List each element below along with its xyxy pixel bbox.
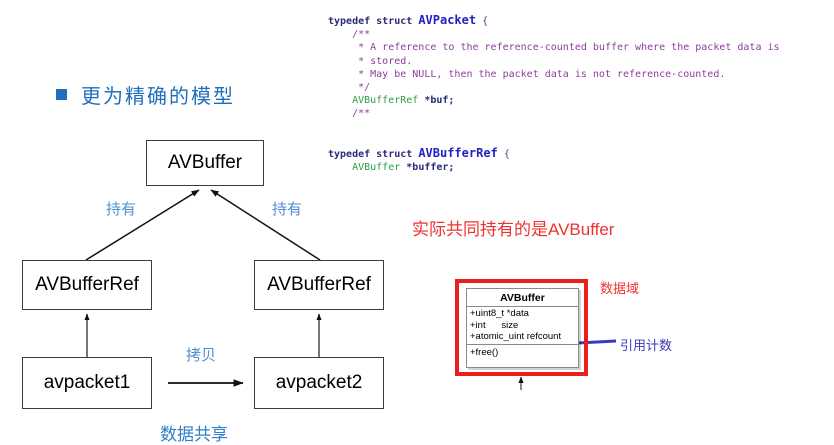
node-avpacket1: avpacket1 bbox=[22, 357, 152, 409]
annotation-data-field: 数据域 bbox=[600, 281, 640, 296]
code-line bbox=[328, 134, 780, 147]
node-avbuffer-label: AVBuffer bbox=[167, 152, 243, 173]
edge-ref-right-to-avbuffer bbox=[210, 189, 321, 261]
code-token: /** bbox=[328, 108, 371, 120]
code-token: *buf; bbox=[424, 95, 455, 107]
uml-class-name: AVBuffer bbox=[467, 289, 578, 307]
highlight-frame-red bbox=[455, 279, 588, 376]
code-token: AVPacket bbox=[418, 13, 477, 27]
uml-attribute-row: +atomic_uint refcount bbox=[470, 331, 562, 342]
code-line: */ bbox=[328, 81, 780, 94]
node-avbufferref-left: AVBufferRef bbox=[22, 260, 152, 310]
code-token: { bbox=[476, 16, 489, 27]
code-token: * stored. bbox=[328, 55, 413, 67]
code-line: * stored. bbox=[328, 55, 780, 68]
code-token: * A reference to the reference-counted b… bbox=[328, 42, 780, 54]
bullet-square-icon bbox=[56, 89, 67, 100]
code-line: * May be NULL, then the packet data is n… bbox=[328, 68, 780, 81]
caption-data-share: 数据共享 bbox=[160, 425, 228, 444]
code-token: typedef struct bbox=[328, 149, 419, 161]
code-token: typedef struct bbox=[328, 16, 419, 27]
node-avbuffer: AVBuffer bbox=[146, 140, 264, 186]
node-avbufferref-left-label: AVBufferRef bbox=[35, 274, 139, 295]
code-line: AVBuffer *buffer; bbox=[328, 161, 780, 174]
node-avpacket1-label: avpacket1 bbox=[43, 372, 131, 393]
code-line: typedef struct AVPacket { bbox=[328, 13, 780, 28]
code-line: /** bbox=[328, 107, 780, 120]
uml-attribute-row: +int size bbox=[470, 319, 519, 331]
uml-class-avbuffer: AVBuffer +uint8_t *data+int size+atomic_… bbox=[466, 288, 579, 368]
annotation-actual-owner: 实际共同持有的是AVBuffer bbox=[412, 220, 615, 239]
code-token: AVBufferRef bbox=[328, 95, 425, 107]
code-token: { bbox=[497, 149, 510, 161]
code-token: */ bbox=[328, 82, 371, 94]
annotation-ref-count: 引用计数 bbox=[620, 338, 673, 353]
code-line: /** bbox=[328, 28, 780, 41]
edge-label-hold-left: 持有 bbox=[106, 201, 137, 218]
code-token: *buffer; bbox=[406, 162, 455, 174]
page-title-label: 更为精确的模型 bbox=[81, 86, 235, 108]
code-token: AVBufferRef bbox=[418, 146, 498, 161]
code-token: * May be NULL, then the packet data is n… bbox=[328, 68, 726, 80]
node-avpacket2-label: avpacket2 bbox=[275, 372, 363, 393]
node-avbufferref-right: AVBufferRef bbox=[254, 260, 384, 310]
page-title: 更为精确的模型 bbox=[56, 80, 235, 109]
code-token: AVBuffer bbox=[328, 162, 407, 174]
uml-operation-list: +free() bbox=[467, 345, 578, 359]
uml-operation-row: +free() bbox=[470, 346, 499, 358]
edge-label-hold-right: 持有 bbox=[272, 201, 303, 218]
code-line: * A reference to the reference-counted b… bbox=[328, 41, 780, 54]
code-token: /** bbox=[328, 29, 371, 41]
uml-attribute-list: +uint8_t *data+int size+atomic_uint refc… bbox=[467, 307, 578, 345]
code-snippet: typedef struct AVPacket { /** * A refere… bbox=[328, 13, 780, 174]
code-line bbox=[328, 121, 780, 134]
uml-attribute-row: +uint8_t *data bbox=[470, 308, 529, 319]
node-avbufferref-right-label: AVBufferRef bbox=[267, 274, 371, 295]
node-avpacket2: avpacket2 bbox=[254, 357, 384, 409]
edge-label-copy: 拷贝 bbox=[186, 347, 217, 364]
edge-ref-left-to-avbuffer bbox=[85, 189, 200, 261]
code-line: AVBufferRef *buf; bbox=[328, 94, 780, 107]
code-line: typedef struct AVBufferRef { bbox=[328, 146, 780, 161]
